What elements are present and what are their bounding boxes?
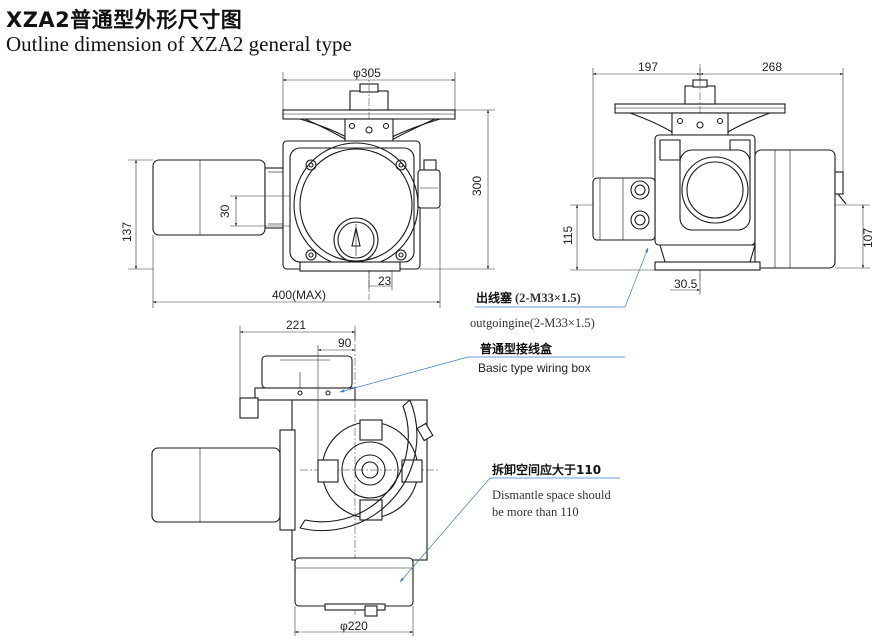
front-dim-left-height: 137 [120,222,134,242]
top-dim-base: φ220 [340,619,368,633]
top-motor [151,447,281,523]
side-dim-left-height: 115 [561,226,575,245]
annotations: 出线塞(2-M33×1.5) outgoingine(2-M33×1.5) 普通… [339,247,649,583]
front-view: φ305 300 137 30 23 400(MAX) [120,66,495,308]
dismantle-label-en-2: be more than 110 [492,505,579,519]
side-dim-top-left: 197 [638,60,658,74]
top-dim-offset: 90 [338,336,352,350]
dismantle-label-cn: 拆卸空间应大于110 [492,462,601,477]
top-wiring-box [261,355,353,389]
title-english: Outline dimension of XZA2 general type [6,32,352,56]
wiring-label-cn: 普通型接线盒 [480,341,553,356]
title-chinese: XZA2普通型外形尺寸图 [6,8,243,32]
top-dim-width: 221 [286,318,306,332]
outlet-label-en: outgoingine(2-M33×1.5) [470,316,595,330]
side-dim-bottom: 30.5 [674,277,698,291]
outlet-label-cn: 出线塞(2-M33×1.5) [476,290,581,305]
wiring-label-en: Basic type wiring box [478,361,591,375]
side-dim-right-height: 107 [861,228,875,248]
top-view: 221 90 φ220 [151,318,440,636]
top-base [294,557,414,607]
front-dim-handwheel: φ305 [353,66,381,80]
dismantle-label-en-1: Dismantle space should [492,488,611,502]
front-motor [152,159,266,236]
side-dim-top-right: 268 [762,60,782,74]
front-dim-offset: 30 [218,204,232,218]
front-dim-bottom-offset: 23 [378,274,392,288]
side-view: 197 268 115 107 30.5 [561,60,875,295]
front-bolts [305,159,407,261]
side-plug-box [592,177,656,241]
front-dim-max-length: 400(MAX) [272,288,326,302]
side-motor [754,149,836,269]
front-dim-height: 300 [470,176,484,196]
